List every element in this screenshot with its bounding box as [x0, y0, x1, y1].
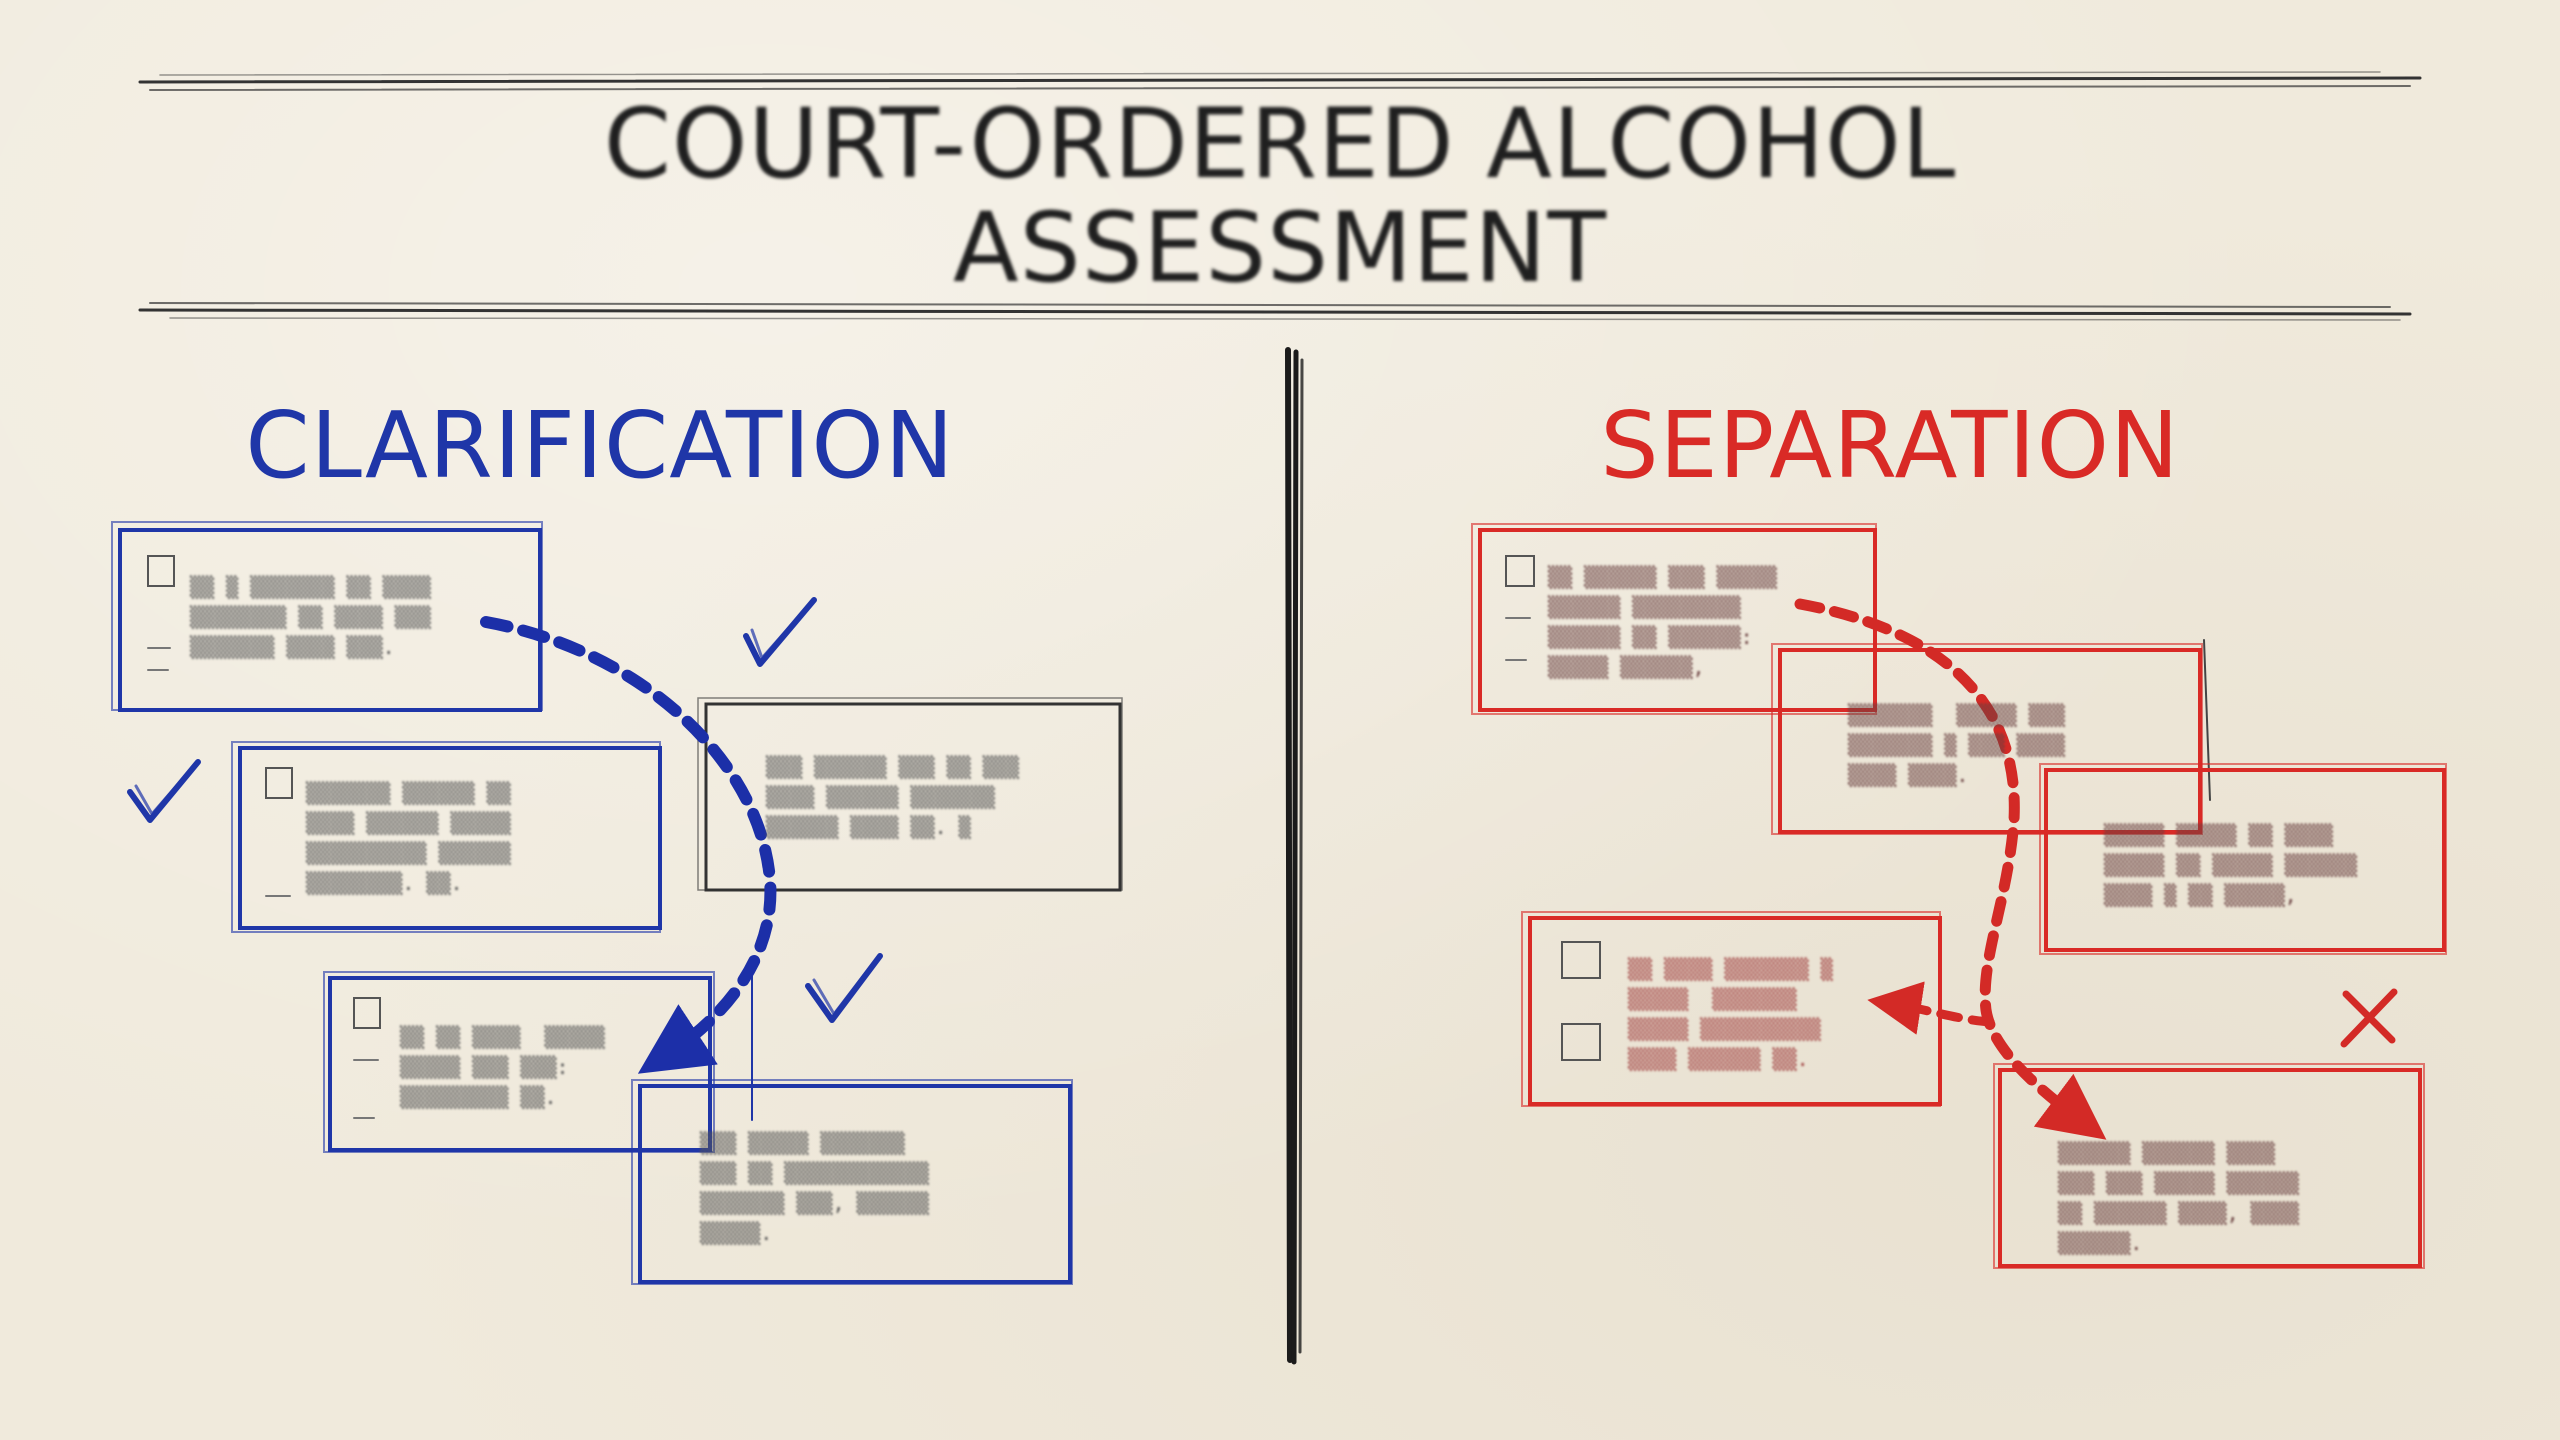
clarification-card-5 [631, 1079, 1073, 1285]
checkmark-icon [127, 759, 201, 823]
separation-heading: SEPARATION [1600, 392, 2180, 499]
separation-card-1-text: ▒▒ ▒▒▒▒▒▒ ▒▒▒ ▒▒▒▒▒ ▒▒▒▒▒▒ ▒▒▒▒▒▒▒▒▒ ▒▒▒… [1548, 565, 1777, 679]
center-divider [1285, 347, 1304, 1365]
checkmark-icon [805, 953, 883, 1023]
separation-card-3-text: ▒▒▒▒▒ ▒▒▒▒▒ ▒▒ ▒▒▒▒ ▒▒▒▒▒ ▒▒ ▒▒▒▒▒ ▒▒▒▒▒… [2104, 823, 2357, 907]
separation-flow-arrow [1794, 598, 2107, 1140]
clarification-card-5-text: ▒▒▒ ▒▒▒▒▒ ▒▒▒▒▒▒▒ ▒▒▒ ▒▒ ▒▒▒▒▒▒▒▒▒▒▒▒ ▒▒… [700, 1131, 929, 1245]
checkmark-icon [743, 597, 817, 667]
separation-card-4-text: ▒▒ ▒▒▒▒ ▒▒▒▒▒▒▒ ▒ ▒▒▒▒▒ ▒▒▒▒▒▒▒ ▒▒▒▒▒ ▒▒… [1628, 957, 1833, 1071]
separation-card-2-text: ▒▒▒▒▒▒▒ ▒▒▒▒▒ ▒▒▒ ▒▒▒▒▒▒▒ ▒ ▒▒▒ ▒▒▒▒ ▒▒▒… [1848, 703, 2065, 787]
title-top-rule [138, 71, 2422, 91]
clarification-heading: CLARIFICATION [245, 392, 955, 499]
clarification-card-4-text: ▒▒ ▒▒ ▒▒▒▒ ▒▒▒▒▒ ▒▒▒▒▒ ▒▒▒ ▒▒▒: ▒▒▒▒▒▒▒▒… [400, 1025, 605, 1109]
clarification-card-3-text: ▒▒▒ ▒▒▒▒▒▒ ▒▒▒ ▒▒ ▒▒▒ ▒▒▒▒ ▒▒▒▒▒▒ ▒▒▒▒▒▒… [766, 755, 1019, 839]
title-bottom-rule [138, 302, 2412, 321]
separation-card-5-text: ▒▒▒▒▒▒ ▒▒▒▒▒▒ ▒▒▒▒ ▒▒▒ ▒▒▒ ▒▒▒▒▒ ▒▒▒▒▒▒ … [2058, 1141, 2299, 1255]
separation-card-2 [1771, 639, 2211, 835]
separation-card-3 [2039, 763, 2447, 955]
clarification-card-1 [111, 521, 543, 712]
separation-card-5 [1993, 1063, 2425, 1269]
title-line-2: ASSESSMENT [952, 192, 1607, 304]
page-title: COURT-ORDERED ALCOHOL ASSESSMENT [0, 92, 2560, 300]
x-mark-icon [2340, 988, 2398, 1048]
clarification-card-3 [697, 697, 1123, 892]
clarification-card-2 [231, 741, 662, 933]
clarification-flow-arrow [480, 616, 777, 1074]
clarification-card-1-text: ▒▒ ▒ ▒▒▒▒▒▒▒ ▒▒ ▒▒▒▒ ▒▒▒▒▒▒▒▒ ▒▒ ▒▒▒▒ ▒▒… [190, 575, 431, 659]
title-line-1: COURT-ORDERED ALCOHOL [603, 88, 1957, 200]
clarification-card-2-text: ▒▒▒▒▒▒▒ ▒▒▒▒▒▒ ▒▒ ▒▒▒▒ ▒▒▒▒▒▒ ▒▒▒▒▒ ▒▒▒▒… [306, 781, 511, 895]
separation-branch-arrow [1867, 981, 1995, 1035]
